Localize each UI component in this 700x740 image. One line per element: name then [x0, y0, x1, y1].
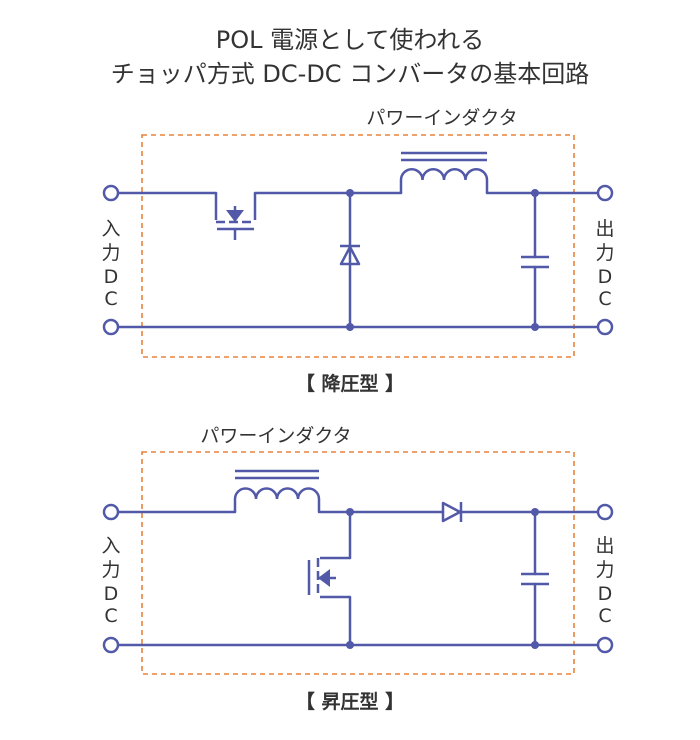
- boost-input-terminal-bottom: [102, 636, 120, 654]
- buck-input-label: C: [104, 288, 117, 310]
- boost-mosfet: [307, 556, 350, 599]
- boost-junction-dot: [531, 508, 539, 516]
- boost-output-label: 出: [595, 535, 614, 557]
- buck-dashed-box: [141, 134, 575, 358]
- buck-junction-dot: [346, 323, 354, 331]
- boost-input-label: 力: [101, 559, 120, 581]
- buck-output-terminal-bottom: [596, 318, 614, 336]
- buck-output-terminal-top: [596, 184, 614, 202]
- buck-output-label: C: [598, 288, 611, 310]
- boost-junction-dot: [531, 641, 539, 649]
- buck-input-terminal-bottom: [102, 318, 120, 336]
- boost-junction-dot: [346, 641, 354, 649]
- boost-caption: 【 昇圧型 】: [296, 690, 404, 713]
- buck-inductor: [399, 151, 489, 193]
- boost-input-label: C: [104, 605, 117, 627]
- boost-dashed-box: [141, 451, 575, 675]
- buck-input-label: 入: [101, 218, 120, 240]
- boost-output-label: C: [598, 605, 611, 627]
- boost-output-label: D: [598, 583, 613, 605]
- boost-inductor: [233, 469, 321, 512]
- boost-output-terminal-bottom: [596, 636, 614, 654]
- boost-diode: [441, 501, 463, 523]
- buck-input-terminal-top: [102, 184, 120, 202]
- title-line-2: チョッパ方式 DC-DC コンバータの基本回路: [111, 60, 589, 88]
- boost-inductor-label: パワーインダクタ: [200, 425, 351, 447]
- boost-input-terminal-top: [102, 503, 120, 521]
- boost-converter: パワーインダクタ: [101, 425, 614, 713]
- buck-capacitor: [521, 255, 549, 269]
- boost-capacitor: [521, 572, 549, 586]
- buck-converter: パワーインダクタ: [101, 107, 614, 395]
- buck-junction-dot: [531, 189, 539, 197]
- boost-output-label: 力: [595, 559, 614, 581]
- buck-output-label: D: [598, 266, 613, 288]
- buck-junction-dot: [346, 189, 354, 197]
- buck-inductor-label: パワーインダクタ: [366, 107, 517, 129]
- boost-output-terminal-top: [596, 503, 614, 521]
- buck-input-label: D: [104, 266, 119, 288]
- boost-input-label: D: [104, 583, 119, 605]
- buck-input-label: 力: [101, 242, 120, 264]
- title-line-1: POL 電源として使われる: [216, 26, 484, 54]
- buck-diode: [339, 244, 361, 266]
- buck-junction-dot: [531, 323, 539, 331]
- buck-mosfet: [214, 193, 257, 240]
- buck-output-label: 力: [595, 242, 614, 264]
- buck-output-label: 出: [595, 218, 614, 240]
- boost-input-label: 入: [101, 535, 120, 557]
- buck-caption: 【 降圧型 】: [296, 372, 404, 395]
- boost-junction-dot: [346, 508, 354, 516]
